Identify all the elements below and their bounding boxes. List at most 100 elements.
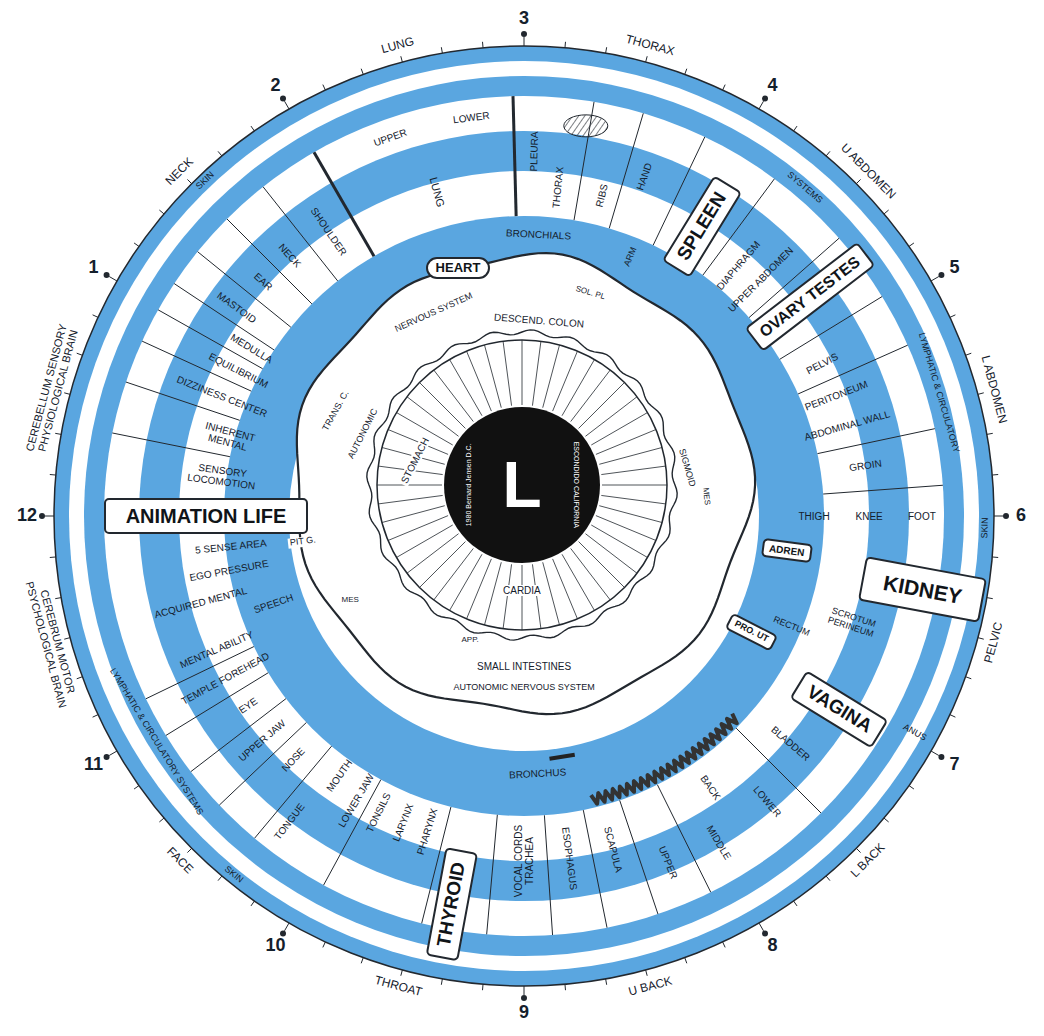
scale-tick [966, 677, 972, 679]
stomach-stroke [602, 485, 667, 486]
scale-tick [759, 101, 764, 109]
hour-dot [104, 272, 110, 278]
scale-tick [909, 243, 914, 246]
scale-tick [794, 901, 797, 906]
scale-tick [987, 598, 993, 599]
stomach-stroke [467, 351, 492, 411]
scale-tick [978, 638, 984, 640]
stomach-stroke [382, 506, 445, 523]
scale-tick [218, 151, 222, 156]
ring-band [224, 216, 824, 816]
stomach-stroke [450, 359, 483, 415]
stomach-stroke [419, 382, 465, 428]
hour-number: 2 [271, 76, 281, 96]
scale-tick [77, 353, 83, 355]
stomach-stroke [484, 345, 501, 408]
zone-label: THIGH [799, 511, 830, 522]
scale-tick [987, 433, 993, 434]
hour-dot [938, 754, 944, 760]
hour-number: 1 [89, 258, 99, 278]
stomach-stroke [591, 525, 647, 558]
organ-callout: ANIMATION LIFE [104, 498, 309, 534]
stomach-stroke [601, 466, 665, 474]
hour-number: 5 [949, 258, 959, 278]
scale-tick [218, 876, 222, 881]
zone-divider [314, 152, 374, 256]
hour-number: 6 [1016, 506, 1026, 526]
colon-outline [297, 253, 755, 714]
stomach-stroke [543, 345, 560, 408]
scale-tick [992, 556, 998, 558]
zone-label: SMALL INTESTINES [477, 661, 571, 672]
scale-tick [884, 210, 889, 214]
zone-divider [544, 815, 552, 935]
zone-divider [609, 113, 643, 228]
scale-tick [64, 638, 70, 640]
scale-tick [524, 986, 525, 995]
stomach-stroke [579, 542, 625, 588]
scale-tick [723, 942, 726, 947]
stomach-stroke [388, 516, 448, 541]
stomach-stroke [599, 447, 662, 464]
scale-tick [64, 393, 70, 395]
scale-tick [323, 85, 326, 90]
scale-tick [285, 101, 290, 109]
scale-tick [826, 876, 830, 881]
scale-tick [978, 393, 984, 395]
stomach-stroke [599, 506, 662, 523]
stomach-stroke [407, 534, 459, 574]
scale-tick [45, 516, 54, 517]
ring-band [69, 61, 979, 971]
lesion-bar [550, 755, 575, 759]
stomach-stroke [591, 413, 647, 446]
hour-number: 12 [17, 506, 37, 526]
stomach-stroke [522, 340, 523, 405]
zone-divider [513, 96, 516, 216]
organ-name: ANIMATION LIFE [126, 505, 287, 527]
scale-tick [55, 598, 61, 599]
scale-tick [134, 786, 139, 789]
scale-tick [564, 42, 566, 48]
stomach-stroke [596, 516, 656, 541]
scale-tick [187, 848, 191, 852]
hour-dot [762, 96, 768, 102]
zone-divider [657, 785, 710, 892]
zone-label: PLEURA [528, 131, 540, 171]
zone-label: CARDIA [501, 585, 543, 596]
stomach-stroke [377, 485, 442, 486]
scale-tick [884, 818, 889, 822]
scale-tick [909, 786, 914, 789]
iris-rings [39, 31, 1009, 1001]
zone-label: AUTONOMIC NERVOUS SYSTEM [454, 683, 595, 693]
ring-band [84, 76, 964, 956]
scale-tick [759, 923, 764, 931]
hour-number: 11 [84, 755, 103, 775]
organ-name: ADREN [768, 543, 805, 559]
scale-tick [826, 151, 830, 156]
hour-dot [521, 31, 527, 37]
scale-tick [685, 69, 687, 75]
scale-tick [251, 126, 254, 131]
organ-name: HEART [436, 261, 481, 275]
zone-divider [198, 252, 291, 328]
zone-label: LUNG [380, 35, 416, 56]
scale-tick [606, 47, 607, 53]
scale-tick [441, 979, 442, 985]
scale-tick [361, 958, 363, 964]
organ-callout: HEART [426, 257, 491, 279]
stomach-stroke [571, 548, 611, 600]
pupil-text: ESCONDIDO CALIFORNIA [572, 442, 580, 528]
stomach-stroke [450, 554, 483, 610]
scale-tick [856, 179, 860, 183]
stomach-stroke [532, 564, 540, 628]
stomach-stroke [585, 397, 637, 437]
autonomic-wreath [367, 330, 677, 640]
hour-number: 10 [266, 936, 286, 956]
ring-band [54, 46, 994, 986]
stomach-stroke [596, 430, 656, 455]
stomach-stroke [407, 397, 459, 437]
scale-tick [606, 979, 607, 985]
scale-tick [251, 901, 254, 906]
organ-name: KIDNEY [881, 571, 963, 608]
scale-tick [994, 516, 1003, 517]
